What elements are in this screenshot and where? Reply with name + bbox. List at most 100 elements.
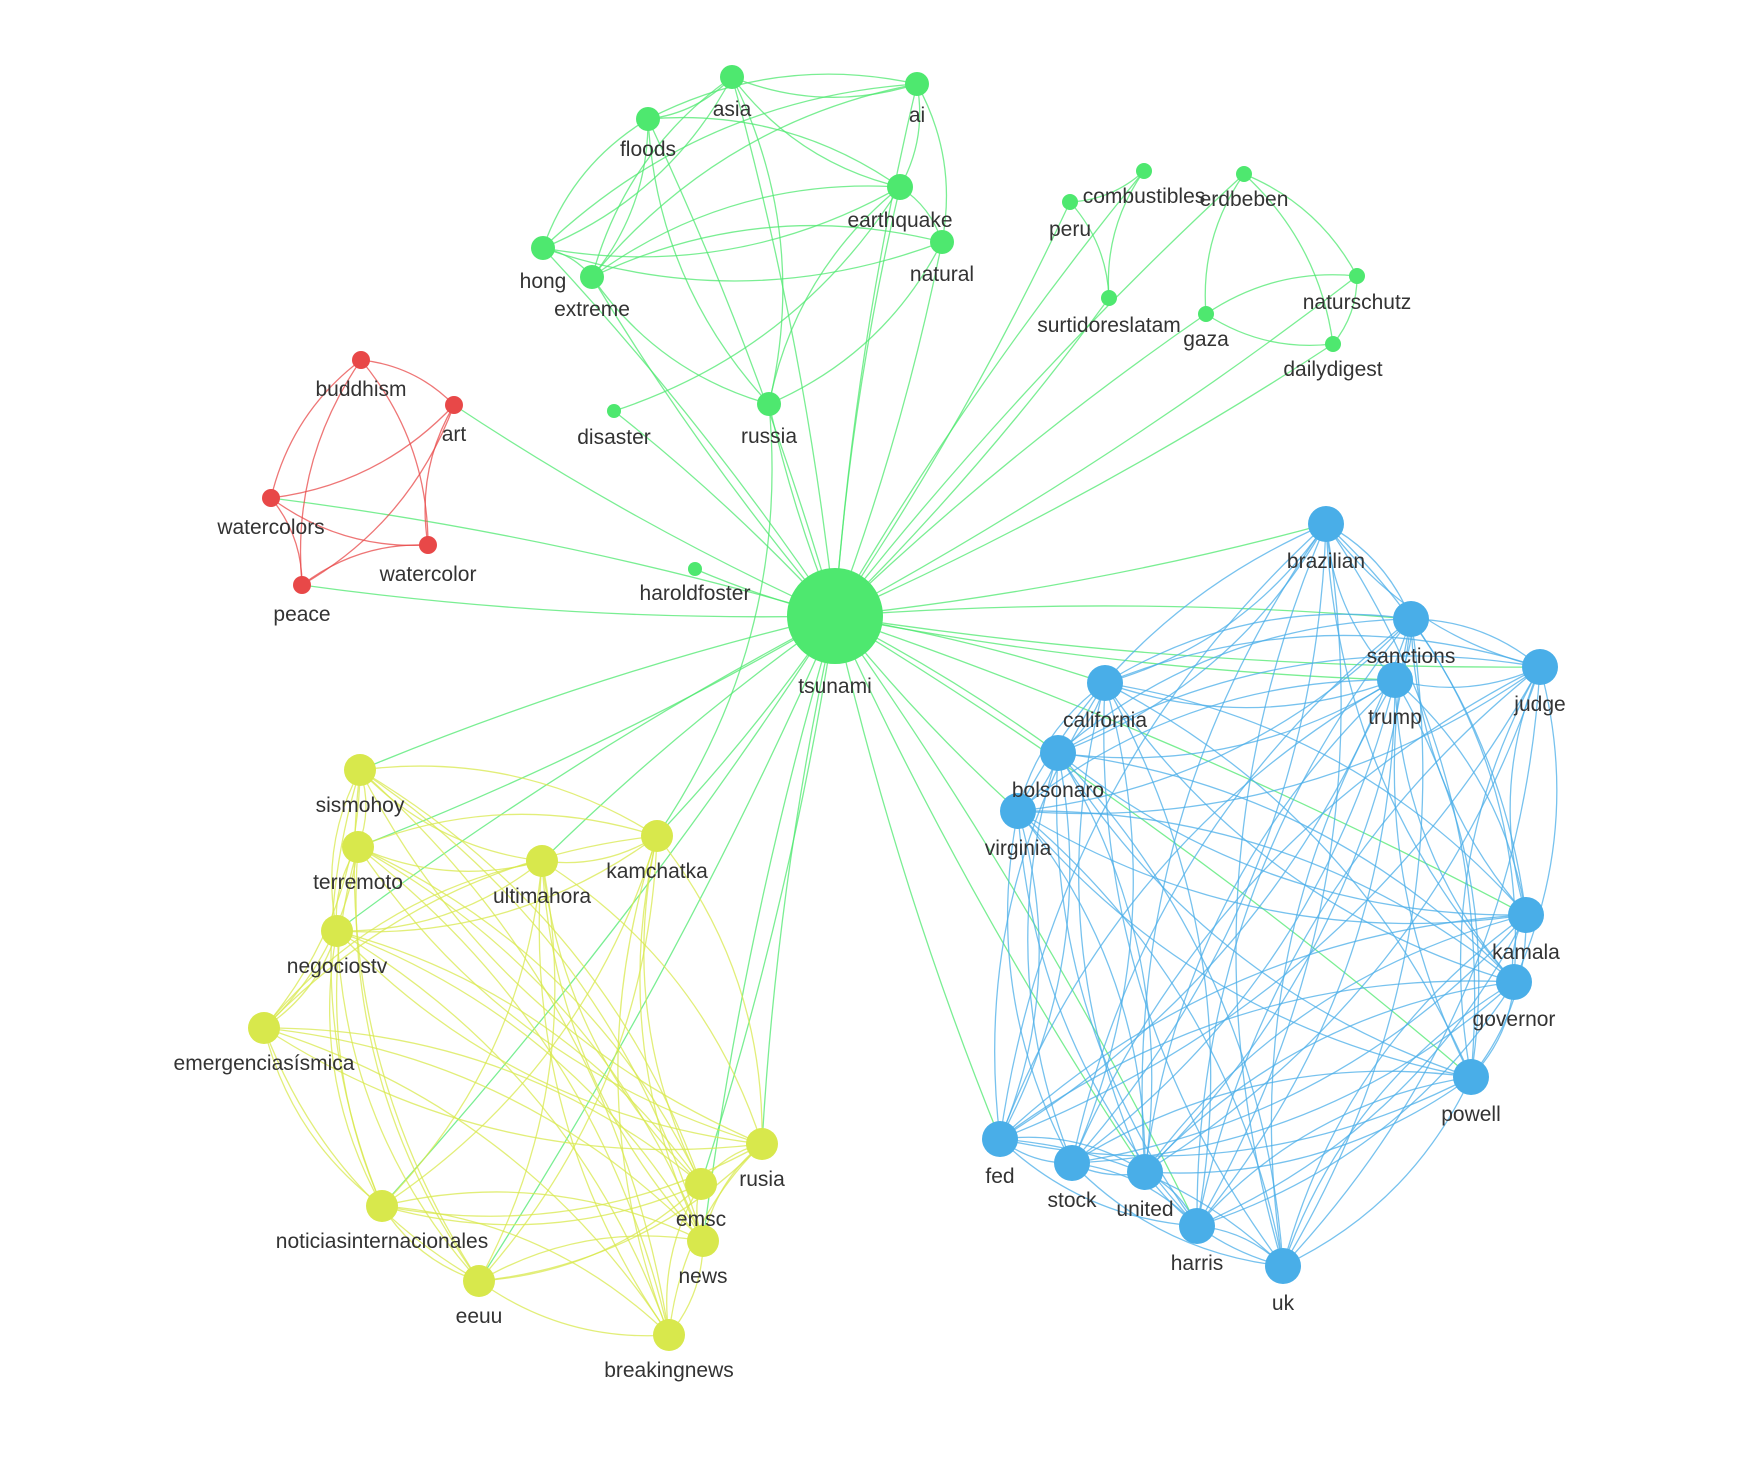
edge-sismohoy-rusia [359, 769, 763, 1145]
edge-terremoto-emsc [357, 846, 702, 1185]
node-emsc[interactable] [685, 1168, 717, 1200]
node-breakingnews[interactable] [653, 1319, 685, 1351]
node-noticiasinternacionales[interactable] [366, 1190, 398, 1222]
edge-tsunami-floods [647, 118, 836, 617]
node-uk[interactable] [1265, 1248, 1301, 1284]
node-ai[interactable] [905, 72, 929, 96]
label-united: united [1116, 1198, 1173, 1221]
node-united[interactable] [1127, 1154, 1163, 1190]
edge-bolsonaro-powell [1057, 752, 1472, 1078]
node-governor[interactable] [1496, 964, 1532, 1000]
edge-governor-united [1144, 981, 1515, 1173]
edge-negociostv-eeuu [336, 930, 480, 1282]
edge-trump-kamala [1394, 679, 1527, 916]
node-virginia[interactable] [1000, 793, 1036, 829]
node-trump[interactable] [1377, 662, 1413, 698]
edge-ultimahora-emergenciasismica [263, 860, 543, 1029]
node-natural[interactable] [930, 230, 954, 254]
label-gaza: gaza [1183, 328, 1229, 351]
edge-trump-virginia [1017, 679, 1396, 812]
label-fed: fed [985, 1165, 1014, 1188]
edge-emsc-breakingnews [666, 1183, 702, 1336]
edge-emergenciasismica-breakingnews [263, 1027, 670, 1336]
node-peace[interactable] [293, 576, 311, 594]
edge-ultimahora-kamchatka [541, 835, 658, 864]
node-peru[interactable] [1062, 194, 1078, 210]
label-hong: hong [520, 270, 567, 293]
edge-powell-harris [1196, 1076, 1472, 1227]
edge-bolsonaro-united [1057, 752, 1153, 1173]
node-russia[interactable] [757, 392, 781, 416]
node-combustibles[interactable] [1136, 163, 1152, 179]
node-tsunami[interactable] [787, 568, 883, 664]
node-floods[interactable] [636, 107, 660, 131]
node-disaster[interactable] [607, 404, 621, 418]
edge-brazilian-uk [1235, 523, 1327, 1267]
node-negociostv[interactable] [321, 915, 353, 947]
node-judge[interactable] [1522, 649, 1558, 685]
node-terremoto[interactable] [342, 831, 374, 863]
edge-judge-stock [1071, 666, 1541, 1164]
label-earthquake: earthquake [847, 209, 952, 232]
edge-sismohoy-news [359, 769, 704, 1242]
node-art[interactable] [445, 396, 463, 414]
node-brazilian[interactable] [1308, 506, 1344, 542]
node-powell[interactable] [1453, 1059, 1489, 1095]
edge-california-kamala [1104, 682, 1527, 916]
node-watercolor[interactable] [419, 536, 437, 554]
node-news[interactable] [687, 1225, 719, 1257]
node-hong[interactable] [531, 236, 555, 260]
node-rusia[interactable] [746, 1128, 778, 1160]
node-kamala[interactable] [1508, 897, 1544, 933]
edge-virginia-stock [1006, 810, 1073, 1164]
node-ultimahora[interactable] [526, 845, 558, 877]
edge-tsunami-naturschutz [834, 275, 1358, 617]
edge-tsunami-emsc [700, 615, 836, 1185]
edge-art-watercolors [270, 404, 455, 499]
node-fed[interactable] [982, 1121, 1018, 1157]
node-eeuu[interactable] [463, 1265, 495, 1297]
node-surtidoreslatam[interactable] [1101, 290, 1117, 306]
edge-tsunami-terremoto [357, 615, 836, 848]
edge-governor-harris [1196, 981, 1515, 1227]
edge-emergenciasismica-emsc [263, 1027, 702, 1185]
node-asia[interactable] [720, 65, 744, 89]
node-haroldfoster[interactable] [688, 562, 702, 576]
edge-trump-powell [1394, 679, 1480, 1078]
edge-tsunami-ultimahora [541, 615, 836, 862]
node-sanctions[interactable] [1393, 601, 1429, 637]
edge-brazilian-powell [1325, 523, 1476, 1078]
node-gaza[interactable] [1198, 306, 1214, 322]
edge-tsunami-negociostv [336, 615, 836, 932]
edge-floods-earthquake [647, 116, 901, 188]
edge-negociostv-rusia [336, 930, 763, 1145]
label-eeuu: eeuu [456, 1305, 503, 1328]
node-california[interactable] [1087, 665, 1123, 701]
node-extreme[interactable] [580, 265, 604, 289]
edge-peru-combustibles [1069, 170, 1145, 203]
edge-sismohoy-kamchatka [359, 765, 658, 837]
node-naturschutz[interactable] [1349, 268, 1365, 284]
edge-ai-natural [916, 83, 948, 243]
label-trump: trump [1368, 706, 1422, 729]
edge-terremoto-breakingnews [357, 846, 670, 1336]
node-bolsonaro[interactable] [1040, 735, 1076, 771]
node-dailydigest[interactable] [1325, 336, 1341, 352]
node-sismohoy[interactable] [344, 754, 376, 786]
node-stock[interactable] [1054, 1145, 1090, 1181]
edge-art-watercolor [424, 404, 455, 546]
node-buddhism[interactable] [352, 351, 370, 369]
node-watercolors[interactable] [262, 489, 280, 507]
node-erdbeben[interactable] [1236, 166, 1252, 182]
node-emergenciasismica[interactable] [248, 1012, 280, 1044]
edge-powell-stock [1071, 1070, 1472, 1164]
node-harris[interactable] [1179, 1208, 1215, 1244]
edge-disaster-earthquake [613, 186, 901, 412]
edge-terremoto-kamchatka [357, 813, 658, 848]
node-kamchatka[interactable] [641, 820, 673, 852]
node-earthquake[interactable] [887, 174, 913, 200]
edge-earthquake-hong [542, 186, 901, 258]
edge-virginia-united [1017, 810, 1146, 1173]
